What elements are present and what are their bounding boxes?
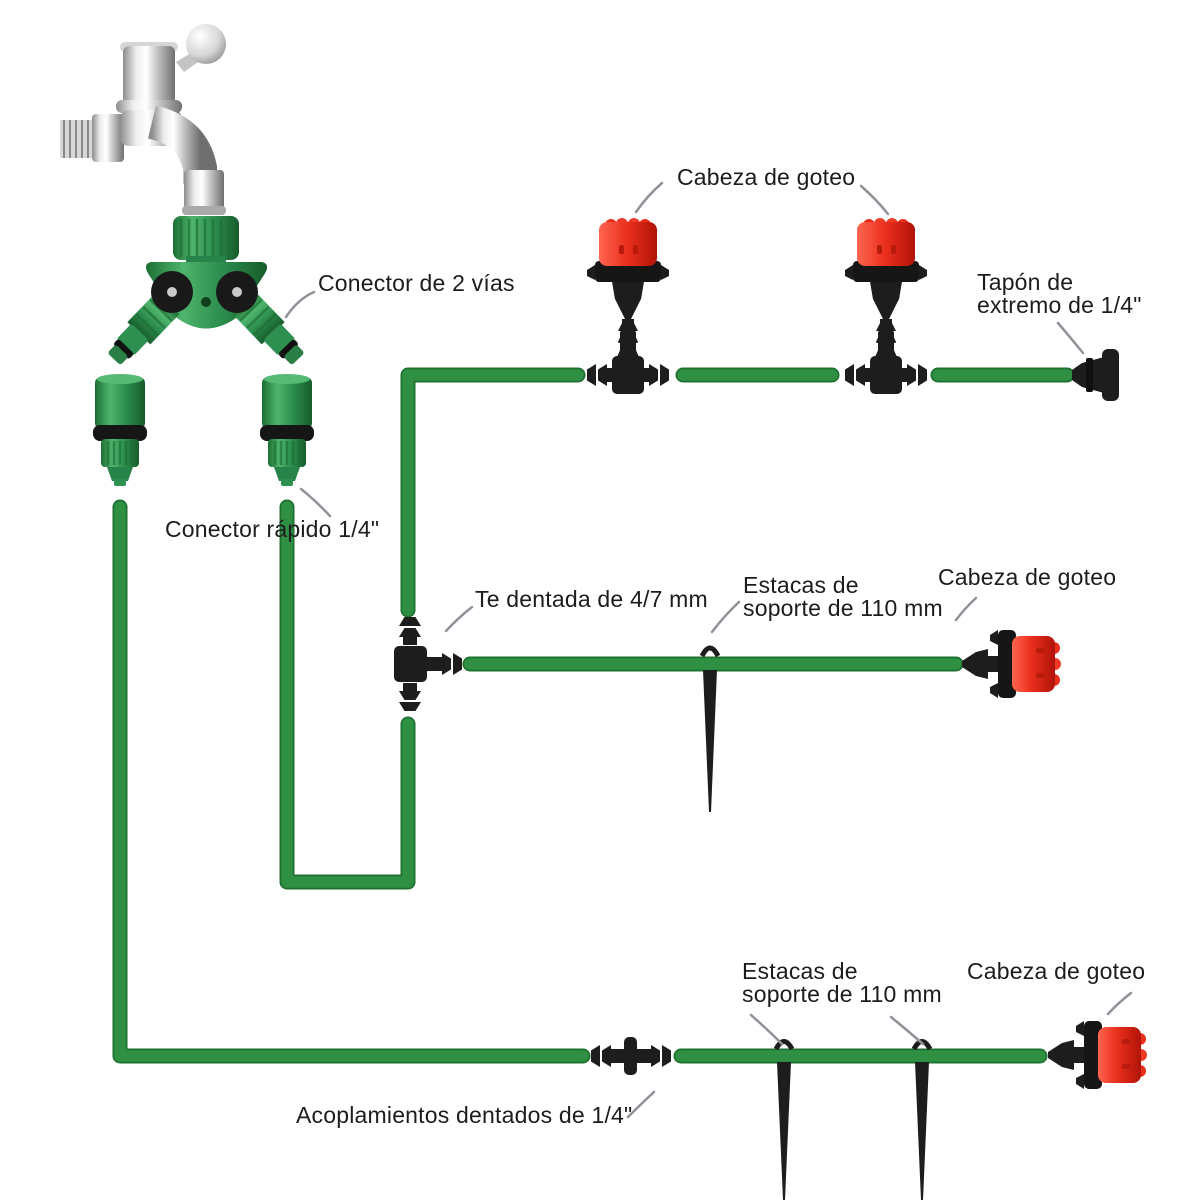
label-end-plug: Tapón de extremo de 1/4" [977,271,1142,317]
label-barbed-tee: Te dentada de 4/7 mm [475,586,708,612]
label-two-way-connector: Conector de 2 vías [318,270,515,296]
leader-barbed-couplings [626,1090,656,1119]
support-stake-bottom-1 [773,1039,795,1200]
barbed-coupling [591,1037,671,1075]
label-support-stakes-mid-line1: Estacas de [743,572,859,598]
leader-drip-head-top-right [859,184,890,216]
faucet-spout [147,105,217,184]
drip-head-bottom-right [1048,1021,1147,1089]
support-stake-bottom-2 [911,1039,933,1200]
label-barbed-couplings: Acoplamientos dentados de 1/4" [296,1102,633,1128]
label-end-plug-line1: Tapón de [977,269,1074,295]
drip-head-top-right [845,218,927,359]
label-support-stakes-bottom-line2: soporte de 110 mm [742,981,942,1007]
label-support-stakes-mid: Estacas de soporte de 110 mm [743,574,943,620]
tubing [112,367,1075,1064]
barbed-tee [394,617,462,711]
quick-connector-right [258,372,316,488]
leader-drip-head-top-left [634,181,664,214]
leader-drip-head-mid [954,596,978,622]
label-drip-head-bottom: Cabeza de goteo [967,958,1146,984]
drip-head-top-left [587,218,669,359]
leader-end-plug [1056,321,1085,355]
leader-stake-bottom-2 [889,1015,925,1046]
leader-stake-bottom-1 [749,1013,784,1046]
label-quick-connector: Conector rápido 1/4" [165,516,380,542]
label-drip-head-mid: Cabeza de goteo [938,564,1117,590]
drip-head-mid-right [962,630,1061,698]
two-way-connector [108,216,304,365]
leader-two-way-connector [284,290,316,319]
end-plug [1072,349,1119,401]
label-drip-head-top: Cabeza de goteo [677,164,856,190]
leader-stake-mid [710,600,741,634]
support-stake-mid [699,645,721,812]
label-support-stakes-bottom-line1: Estacas de [742,958,858,984]
leader-drip-head-bottom [1106,991,1133,1016]
faucet-illustration [60,24,226,215]
quick-connector-left [91,372,149,488]
faucet-handle-knob [186,24,226,64]
leader-quick-connector [299,487,332,518]
leader-barbed-tee [444,605,474,633]
label-support-stakes-bottom: Estacas de soporte de 110 mm [742,960,942,1006]
label-support-stakes-mid-line2: soporte de 110 mm [743,595,943,621]
label-end-plug-line2: extremo de 1/4" [977,292,1142,318]
